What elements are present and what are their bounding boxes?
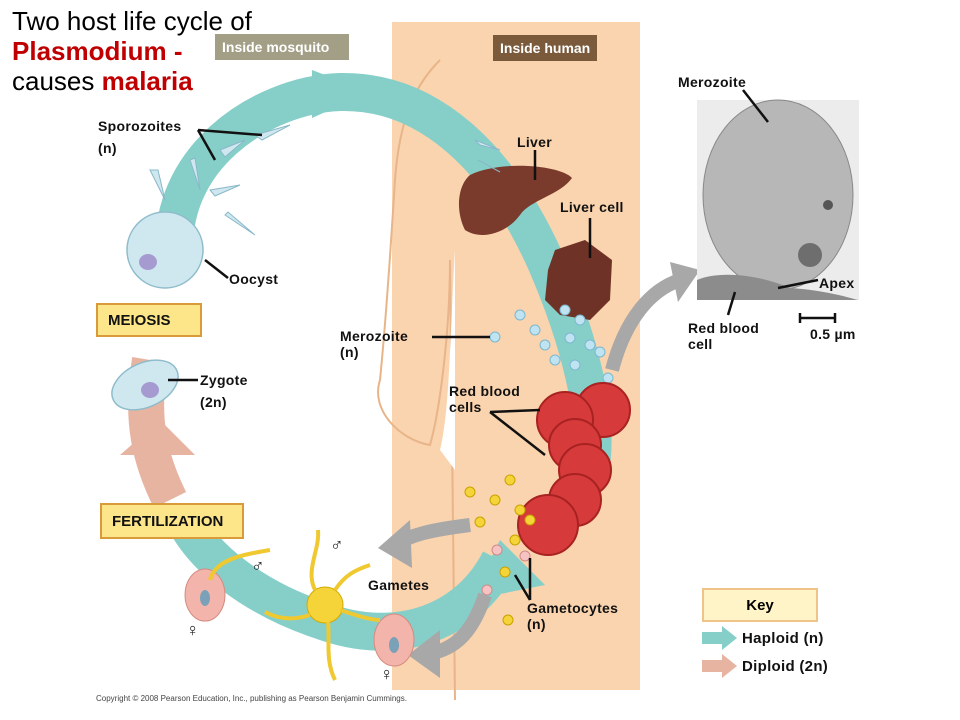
meiosis-box: MEIOSIS <box>96 303 202 337</box>
oocyst-nucleus <box>139 254 157 270</box>
title-line-1: Two host life cycle of <box>12 6 252 36</box>
oocyst <box>126 211 204 289</box>
female-symbol-1: ♀ <box>186 620 200 640</box>
zygote-nucleus <box>141 382 159 398</box>
liver-label: Liver <box>517 134 552 150</box>
gametocytes-pink <box>481 544 531 596</box>
gray-arrowhead-gametes <box>378 520 412 568</box>
liver-cell <box>545 240 612 320</box>
diploid-key-arrow <box>702 654 737 678</box>
sporozoites <box>149 124 501 236</box>
oocyst-label: Oocyst <box>229 271 279 287</box>
white-gap <box>440 250 455 470</box>
human-body-outline <box>377 59 456 701</box>
key-title: Key <box>702 588 818 622</box>
gametocytes <box>464 474 536 626</box>
copyright: Copyright © 2008 Pearson Education, Inc.… <box>96 694 407 703</box>
fertilization-box: FERTILIZATION <box>100 503 244 539</box>
liver <box>458 165 572 235</box>
red-blood-cells <box>517 382 631 556</box>
liver-cell-label: Liver cell <box>560 199 624 215</box>
merozoite-label: Merozoite(n) <box>340 328 409 360</box>
inside-mosquito-tag: Inside mosquito <box>215 34 349 60</box>
leader-lines <box>168 89 837 601</box>
male-symbol-1: ♂ <box>251 556 265 576</box>
title-plasmodium: Plasmodium <box>12 36 167 66</box>
title-line-2: Plasmodium - <box>12 36 183 66</box>
micrograph-merozoite <box>702 99 854 291</box>
title-line-3: causes malaria <box>12 66 193 96</box>
gametes-label: Gametes <box>368 577 430 593</box>
page-title: Two host life cycle of Plasmodium - caus… <box>12 6 252 96</box>
gray-arrowhead-micrograph <box>670 262 700 302</box>
haploid-key-arrow <box>702 626 737 650</box>
merozoite-cluster <box>489 304 614 384</box>
female-symbol-2: ♀ <box>380 664 394 684</box>
scale-bar-label: 0.5 µm <box>810 326 856 342</box>
micrograph-rbc <box>697 274 858 300</box>
gametocytes-label: Gametocytes(n) <box>527 600 619 632</box>
key-haploid-label: Haploid (n) <box>742 630 824 647</box>
micrograph-apex-label: Apex <box>819 275 855 291</box>
micrograph-merozoite-label: Merozoite <box>678 74 747 90</box>
sporozoites-label: Sporozoites(n) <box>98 118 182 156</box>
gray-arrowhead-bottom <box>408 630 440 678</box>
title-malaria: malaria <box>101 66 193 96</box>
male-symbol-2: ♂ <box>330 535 344 555</box>
key-diploid-label: Diploid (2n) <box>742 658 829 675</box>
gray-arrow-to-micrograph <box>605 273 683 372</box>
haploid-band-top <box>155 72 612 474</box>
zygote-label: Zygote(2n) <box>200 372 248 410</box>
haploid-arrowhead-top <box>312 70 370 118</box>
inside-human-tag: Inside human <box>493 35 598 61</box>
male-gamete-flagella <box>208 529 381 681</box>
male-gametocyte <box>306 586 344 624</box>
human-arm-silhouette <box>392 45 440 442</box>
diploid-arrowhead <box>120 420 195 455</box>
